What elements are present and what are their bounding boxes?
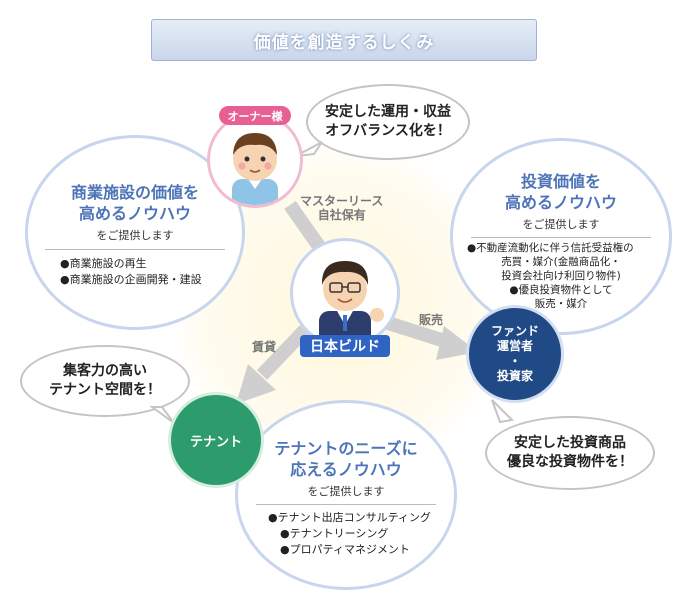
diagram-title: 価値を創造するしくみ [253,32,435,53]
nihon-build-text: 日本ビルド [310,339,380,355]
owner-speech-line1: 安定した運用・収益 [325,104,451,120]
investment-subtitle: をご提供します [522,218,600,231]
commercial-title-line1: 商業施設の価値を [70,183,199,202]
tenant-speech-tail [150,406,175,424]
fund-speech-tail [491,399,515,424]
tenant-title-line2: 応えるノウハウ [290,460,402,479]
fund-speech-line2: 優良な投資物件を！ [507,454,633,470]
owner-avatar-circle [207,112,303,208]
tenant-knowhow-circle: テナントのニーズに 応えるノウハウ をご提供します ●テナント出店コンサルティン… [235,400,457,590]
fund-speech-bubble: 安定した投資商品 優良な投資物件を！ [485,416,655,490]
sale-arrow-shaft [382,315,451,349]
tenant-item-1: ●テナント出店コンサルティング [268,511,431,524]
tenant-node: テナント [168,392,264,488]
owner-badge-label: オーナー様 [227,109,283,123]
rent-arrow-shaft [256,325,311,380]
master-lease-line2: 自社保有 [317,208,366,222]
diagram-title-banner: 価値を創造するしくみ [151,19,537,61]
fund-line2: 運営者 [496,339,533,353]
commercial-subtitle: をご提供します [96,229,174,242]
master-lease-label: マスターリース 自社保有 [300,194,383,222]
owner-badge: オーナー様 [219,106,291,125]
fund-line1: ファンド [490,324,539,338]
tenant-item-3: ●プロパティマネジメント [280,543,410,556]
tenant-speech-line2: テナント空間を！ [49,382,161,398]
commercial-item-1: ●商業施設の再生 [60,257,147,270]
tenant-speech-line1: 集客力の高い [63,363,147,379]
owner-avatar-illustration [232,133,278,205]
tenant-item-2: ●テナントリーシング [280,527,389,540]
investment-item-5: 販売・媒介 [534,298,588,310]
tenant-title-line1: テナントのニーズに [274,439,418,458]
investment-item-2: 売買・媒介(金融商品化・ [501,256,621,268]
tenant-divider [256,504,436,505]
nihon-build-character [319,261,384,345]
tenant-subtitle: をご提供します [307,485,385,498]
fund-line3: ・ [508,354,521,368]
investment-title-line2: 高めるノウハウ [504,193,617,212]
fund-investor-node: ファンド 運営者 ・ 投資家 [466,305,564,403]
master-lease-line1: マスターリース [300,194,384,208]
commercial-title-line2: 高めるノウハウ [78,204,191,223]
investment-item-4: ●優良投資物件として [509,284,613,296]
commercial-item-2: ●商業施設の企画開発・建設 [60,273,202,286]
tenant-node-label: テナント [189,434,242,450]
investment-item-1: ●不動産流動化に伴う信託受益権の [467,242,634,254]
investment-divider [471,237,651,238]
fund-line4: 投資家 [496,369,533,383]
tenant-speech-bubble: 集客力の高い テナント空間を！ [20,345,190,417]
nihon-build-label: 日本ビルド [300,335,390,357]
sale-label: 販売 [419,313,444,327]
rent-arrow-head [236,364,276,404]
commercial-divider [45,249,225,250]
rent-label: 賃貸 [252,340,277,354]
investment-item-3: 投資会社向け利回り物件) [501,270,621,282]
owner-speech-bubble: 安定した運用・収益 オフバランス化を！ [306,84,470,160]
investment-knowhow-circle: 投資価値を 高めるノウハウ をご提供します ●不動産流動化に伴う信託受益権の 売… [450,138,672,335]
owner-speech-line2: オフバランス化を！ [325,123,451,139]
investment-title-line1: 投資価値を [520,172,601,191]
commercial-knowhow-circle: 商業施設の価値を 高めるノウハウ をご提供します ●商業施設の再生 ●商業施設の… [25,135,245,330]
fund-speech-line1: 安定した投資商品 [514,435,626,451]
nihon-build-circle [290,238,400,348]
